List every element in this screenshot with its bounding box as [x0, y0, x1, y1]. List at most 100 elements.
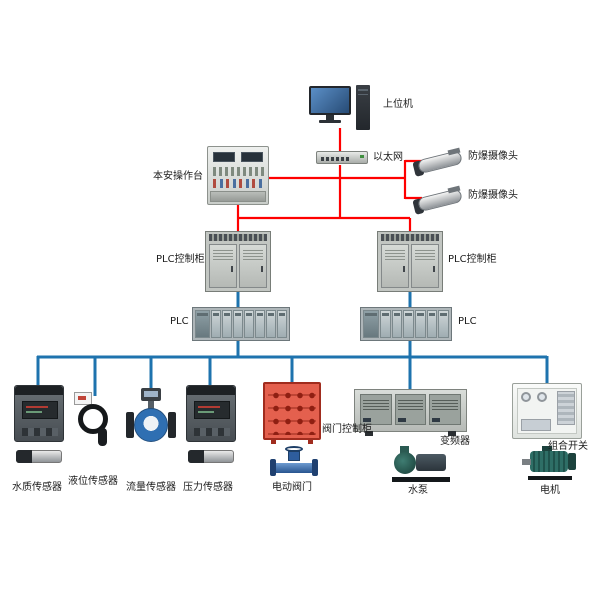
label-frequency-converter: 变频器 [440, 436, 470, 447]
water-quality-sensor-icon [14, 385, 64, 465]
label-flow-sensor: 流量传感器 [126, 482, 176, 493]
cabinet-leg [308, 438, 313, 444]
cabinet-doors [381, 244, 439, 288]
vfd-panel [429, 394, 462, 425]
cabinet-leg [271, 438, 276, 444]
fieldbus-blue-lines [36, 291, 549, 396]
monitor-base [319, 120, 341, 123]
valve-flange-right [312, 459, 318, 476]
plc-io-module [265, 310, 276, 338]
motor-end-bell [568, 453, 576, 470]
label-electric-valve: 电动阀门 [272, 482, 312, 493]
console-screen-right [241, 152, 263, 162]
plc-cabinet-left-icon [205, 231, 271, 292]
switch-dial [521, 392, 531, 402]
valve-cabinet-rack [268, 387, 316, 435]
monitor-stand [326, 115, 334, 120]
combination-switch-icon [512, 383, 582, 439]
console-screen-left [213, 152, 235, 162]
plc-io-module [232, 310, 243, 338]
flowmeter-neck [148, 401, 154, 409]
label-level-sensor: 液位传感器 [68, 476, 118, 487]
console-button-row-2 [213, 179, 265, 188]
monitor-icon [309, 86, 351, 115]
valve-control-cabinet-icon [263, 382, 321, 444]
flowmeter-flange-left [126, 412, 134, 438]
label-combination-switch: 组合开关 [548, 441, 588, 452]
level-sensor-icon [72, 392, 118, 448]
pump-base [392, 477, 450, 482]
switch-dial [537, 392, 547, 402]
ethernet-switch-icon [316, 151, 368, 164]
plc-rack-right-icon [360, 307, 452, 341]
sensor-display [194, 401, 230, 419]
switch-lower-panel [521, 419, 551, 431]
plc-io-module [221, 310, 232, 338]
pressure-sensor-icon [186, 385, 236, 465]
electric-valve-icon [270, 446, 318, 480]
motor-base [528, 476, 572, 480]
label-plc-cabinet-left: PLC控制柜 [156, 254, 205, 265]
plc-cpu-module [195, 310, 210, 338]
pump-motor [416, 454, 446, 471]
water-pump-icon [392, 446, 450, 482]
flowmeter-display-head [141, 388, 161, 401]
valve-pipe-body [272, 463, 316, 473]
cabinet-door [381, 244, 409, 288]
switch-vent-panel [557, 391, 575, 425]
plc-cabinet-right-icon [377, 231, 443, 292]
label-camera-bottom: 防爆摄像头 [468, 190, 518, 201]
cabinet-terminal-strip [381, 234, 439, 241]
plc-cpu-module [363, 310, 379, 338]
label-host-computer: 上位机 [383, 99, 413, 110]
label-ethernet: 以太网 [373, 152, 403, 163]
valve-actuator [288, 451, 300, 461]
level-sensor-junction-box [74, 392, 92, 405]
plc-io-module [391, 310, 403, 338]
safe-operation-console-icon [207, 146, 269, 205]
label-console: 本安操作台 [153, 171, 203, 182]
motor-junction-box [542, 446, 552, 453]
label-motor: 电机 [540, 485, 560, 496]
explosion-proof-camera-top-icon [412, 146, 467, 178]
sensor-box-top [15, 386, 63, 395]
level-sensor-cable-coil [78, 404, 108, 434]
cabinet-door [239, 244, 267, 288]
host-computer-icon [309, 85, 375, 132]
pump-inlet [400, 446, 409, 454]
pump-volute [394, 452, 416, 474]
flow-sensor-icon [126, 388, 176, 454]
plc-io-module [276, 310, 287, 338]
console-front-panel [210, 191, 266, 202]
motor-body [530, 451, 568, 472]
sensor-buttons [22, 428, 58, 436]
label-valve-control-cabinet: 阀门控制柜 [322, 424, 372, 435]
vfd-panel [360, 394, 392, 425]
motor-shaft [522, 459, 531, 465]
label-pressure-sensor: 压力传感器 [183, 482, 233, 493]
pc-tower-icon [356, 85, 370, 130]
label-camera-top: 防爆摄像头 [468, 151, 518, 162]
label-plc-right: PLC [458, 316, 477, 327]
cabinet-terminal-strip [209, 234, 267, 241]
sensor-probe [16, 450, 62, 463]
cabinet-foot [365, 431, 373, 436]
cabinet-door [411, 244, 439, 288]
sensor-transmitter-box [14, 385, 64, 442]
plc-io-module [403, 310, 414, 338]
sensor-display [22, 401, 58, 419]
label-water-pump: 水泵 [408, 485, 428, 496]
sensor-probe [188, 450, 234, 463]
valve-flange-left [270, 459, 276, 476]
plc-rack-left-icon [192, 307, 290, 341]
label-water-quality-sensor: 水质传感器 [12, 482, 62, 493]
sensor-transmitter-box [186, 385, 236, 442]
label-plc-left: PLC [170, 316, 189, 327]
explosion-proof-camera-bottom-icon [412, 184, 467, 216]
monitor-screen [311, 88, 349, 113]
level-sensor-probe [98, 428, 107, 446]
cabinet-door [209, 244, 237, 288]
plc-io-module [210, 310, 221, 338]
